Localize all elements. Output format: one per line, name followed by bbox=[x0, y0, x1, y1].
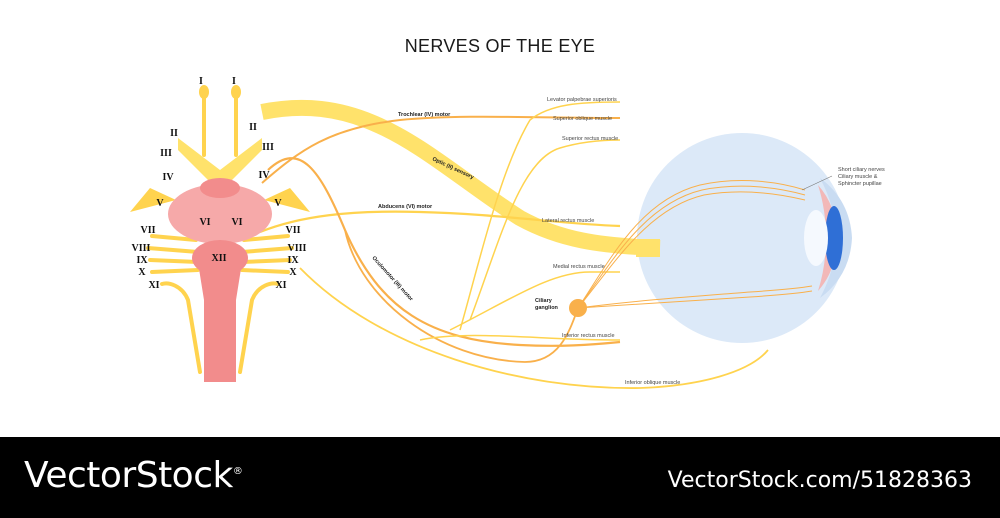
footer-bar: VectorStock® VectorStock.com/51828363 bbox=[0, 437, 1000, 518]
label-nerve-x-right: X bbox=[289, 267, 297, 278]
label-nerve-iv-left: IV bbox=[162, 172, 174, 183]
label-nerve-vii-left: VII bbox=[140, 225, 155, 236]
label-superior-oblique: Superior oblique muscle bbox=[553, 116, 612, 122]
nerve-viii-left bbox=[146, 246, 200, 254]
diagram-title: NERVES OF THE EYE bbox=[404, 36, 596, 56]
medulla-top bbox=[192, 240, 248, 276]
label-short-ciliary-3: Sphincter pupillae bbox=[838, 181, 882, 187]
olfactory-bulb-right bbox=[231, 85, 241, 99]
nerve-xi-left bbox=[160, 281, 202, 374]
oculomotor-branch bbox=[344, 229, 579, 363]
trigeminal-left bbox=[130, 188, 176, 212]
label-nerve-iii-left: III bbox=[160, 148, 172, 159]
label-superior-rectus: Superior rectus muscle bbox=[562, 136, 618, 142]
short-ciliary-nerve-1 bbox=[577, 180, 806, 309]
nerve-vii-right bbox=[242, 234, 290, 242]
label-levator: Levator palpebrae superioris bbox=[547, 97, 617, 103]
label-nerve-ix-right: IX bbox=[287, 255, 299, 266]
label-nerve-i-right: I bbox=[232, 76, 236, 87]
olfactory-bulb-left bbox=[199, 85, 209, 99]
label-short-ciliary-2: Ciliary muscle & bbox=[838, 174, 878, 180]
nerve-viii-right bbox=[240, 246, 294, 254]
brainstem bbox=[130, 85, 310, 382]
label-short-ciliary-1: Short ciliary nerves bbox=[838, 167, 885, 173]
label-oculomotor: Oculomotor (III) motor bbox=[371, 255, 415, 303]
inferior-oblique-nerve bbox=[299, 267, 769, 389]
iris bbox=[825, 206, 843, 270]
label-nerve-iv-right: IV bbox=[258, 170, 270, 181]
ciliary-ganglion bbox=[569, 299, 587, 317]
medulla bbox=[196, 250, 244, 382]
oculomotor-nerve bbox=[267, 157, 621, 347]
nerve-vii-left bbox=[150, 234, 198, 242]
nerve-ix-left bbox=[148, 258, 200, 264]
brand-name: VectorStock bbox=[24, 455, 233, 496]
nerves-diagram: I II III IV V VI VII VIII IX X XI I II I… bbox=[130, 76, 885, 389]
pons bbox=[168, 184, 272, 244]
label-nerve-i-left: I bbox=[199, 76, 203, 87]
label-ciliary-ganglion-1: Ciliary bbox=[535, 298, 553, 304]
inferior-rectus-nerve bbox=[419, 334, 621, 341]
label-nerve-vi-left: VI bbox=[199, 217, 210, 228]
eyeball bbox=[637, 133, 847, 343]
levator-nerve bbox=[459, 101, 621, 331]
label-nerve-vii-right: VII bbox=[285, 225, 300, 236]
label-inferior-rectus: Inferior rectus muscle bbox=[562, 333, 615, 339]
short-ciliary-nerve-4 bbox=[577, 285, 813, 309]
nerve-x-left bbox=[150, 268, 200, 274]
nerve-x-right bbox=[240, 268, 290, 274]
optic-chiasm bbox=[178, 138, 262, 186]
lens bbox=[804, 210, 828, 266]
short-ciliary-nerve-2 bbox=[577, 185, 806, 309]
label-trochlear: Trochlear (IV) motor bbox=[398, 112, 451, 118]
label-nerve-ii-left: II bbox=[170, 128, 178, 139]
label-nerve-vi-right: VI bbox=[231, 217, 242, 228]
medial-rectus-nerve bbox=[449, 271, 620, 331]
label-nerve-xi-left: XI bbox=[148, 280, 159, 291]
trochlear-nerve bbox=[261, 115, 621, 184]
optic-nerve bbox=[260, 99, 661, 256]
registered-mark: ® bbox=[232, 466, 243, 477]
label-nerve-xi-right: XI bbox=[275, 280, 286, 291]
brand-logo: VectorStock® bbox=[24, 455, 243, 496]
label-nerve-ii-right: II bbox=[249, 122, 257, 133]
nerve-xi-right bbox=[238, 281, 280, 374]
image-id: VectorStock.com/51828363 bbox=[667, 468, 972, 493]
short-ciliary-nerve-5 bbox=[577, 290, 813, 309]
midbrain bbox=[200, 178, 240, 198]
pointer-line bbox=[801, 175, 833, 191]
label-lateral-rectus: Lateral rectus muscle bbox=[542, 218, 594, 224]
nerve-ix-right bbox=[240, 258, 292, 264]
label-nerve-v-right: V bbox=[274, 198, 282, 209]
short-ciliary-nerve-3 bbox=[577, 191, 806, 309]
label-inferior-oblique: Inferior oblique muscle bbox=[625, 380, 680, 386]
abducens-nerve bbox=[259, 210, 621, 234]
label-nerve-iii-right: III bbox=[262, 142, 274, 153]
optic-nerve-end bbox=[636, 239, 660, 257]
label-ciliary-ganglion-2: ganglion bbox=[535, 305, 559, 311]
diagram-canvas: NERVES OF THE EYE bbox=[130, 36, 886, 389]
label-nerve-ix-left: IX bbox=[136, 255, 148, 266]
superior-rectus-nerve bbox=[469, 139, 621, 321]
label-nerve-x-left: X bbox=[138, 267, 146, 278]
label-nerve-viii-left: VIII bbox=[132, 243, 151, 254]
label-nerve-v-left: V bbox=[156, 198, 164, 209]
label-nerve-xii: XII bbox=[211, 253, 226, 264]
label-nerve-viii-right: VIII bbox=[288, 243, 307, 254]
label-abducens: Abducens (VI) motor bbox=[378, 204, 433, 210]
trigeminal-right bbox=[264, 188, 310, 212]
label-medial-rectus: Medial rectus muscle bbox=[553, 264, 605, 270]
